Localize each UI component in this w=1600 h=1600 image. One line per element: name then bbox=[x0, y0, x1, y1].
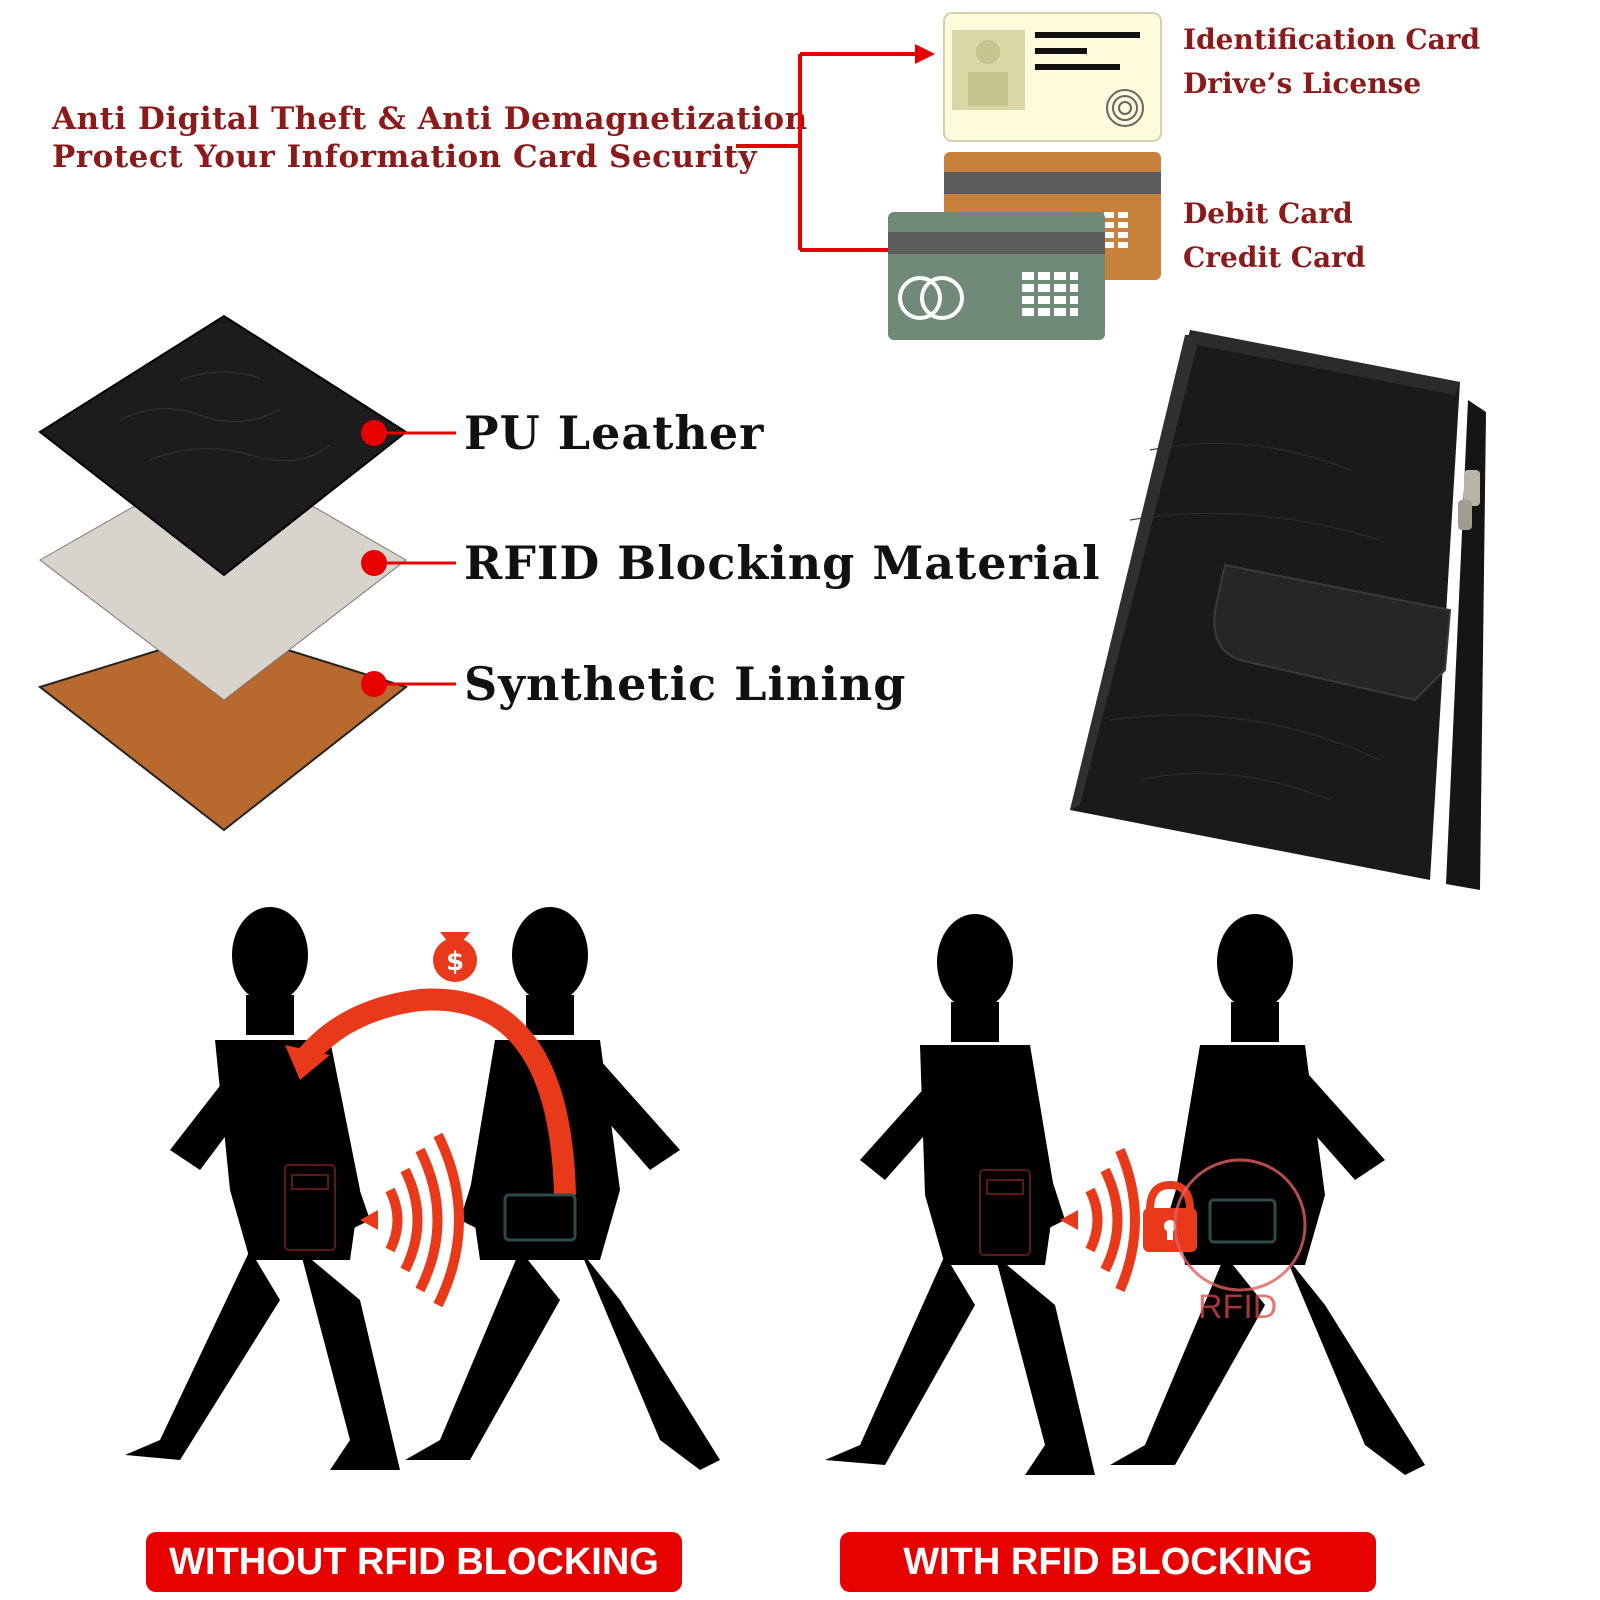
arrow-head-id bbox=[915, 44, 935, 64]
layer-stack bbox=[37, 314, 456, 832]
walking-person-silhouette bbox=[405, 907, 720, 1470]
card-reader-icon bbox=[979, 1169, 1031, 1256]
bank-card-labels: Debit Card Credit Card bbox=[1183, 192, 1366, 280]
wallet-image bbox=[1070, 330, 1486, 890]
drivers-license-label: Drive’s License bbox=[1183, 67, 1422, 100]
id-card-labels: Identification Card Drive’s License bbox=[1183, 18, 1480, 106]
headline-line-1: Anti Digital Theft & Anti Demagnetizatio… bbox=[52, 101, 808, 137]
rfid-shield-circle bbox=[1173, 1158, 1307, 1292]
walking-person-silhouette bbox=[125, 907, 400, 1470]
zipper-pull bbox=[1458, 470, 1480, 530]
scene-with-rfid bbox=[825, 914, 1425, 1475]
card-reader-icon bbox=[284, 1164, 336, 1251]
layer-label-synthetic-lining: Synthetic Lining bbox=[464, 657, 907, 711]
lock-icon bbox=[1143, 1180, 1197, 1252]
money-bag-icon: $ bbox=[433, 932, 477, 982]
svg-text:$: $ bbox=[446, 947, 464, 977]
credit-card-icon bbox=[888, 212, 1105, 340]
theft-arrow-head bbox=[285, 1045, 330, 1080]
scene-without-rfid bbox=[125, 907, 720, 1470]
signal-waves-icon bbox=[1085, 1148, 1140, 1292]
leader-dot-pu bbox=[361, 420, 387, 446]
walking-person-silhouette bbox=[825, 914, 1095, 1475]
leader-dot-rfid bbox=[361, 550, 387, 576]
rfid-mark: RFID bbox=[1198, 1288, 1278, 1326]
without-rfid-banner: WITHOUT RFID BLOCKING bbox=[146, 1532, 682, 1592]
wallet-icon bbox=[1208, 1198, 1277, 1244]
theft-arrow-icon bbox=[291, 988, 576, 1196]
wallet-icon bbox=[503, 1193, 577, 1242]
id-card-icon bbox=[943, 12, 1162, 142]
signal-waves-icon bbox=[385, 1132, 464, 1308]
id-card-label: Identification Card bbox=[1183, 23, 1481, 56]
with-rfid-banner: WITH RFID BLOCKING bbox=[840, 1532, 1376, 1592]
layer-label-rfid-material: RFID Blocking Material bbox=[464, 536, 1101, 590]
headline-line-2: Protect Your Information Card Security bbox=[52, 139, 758, 175]
leader-dot-lining bbox=[361, 671, 387, 697]
layer-label-pu-leather: PU Leather bbox=[464, 406, 765, 460]
headline: Anti Digital Theft & Anti Demagnetizatio… bbox=[52, 100, 808, 176]
credit-card-label: Credit Card bbox=[1183, 241, 1366, 274]
debit-card-label: Debit Card bbox=[1183, 197, 1353, 230]
